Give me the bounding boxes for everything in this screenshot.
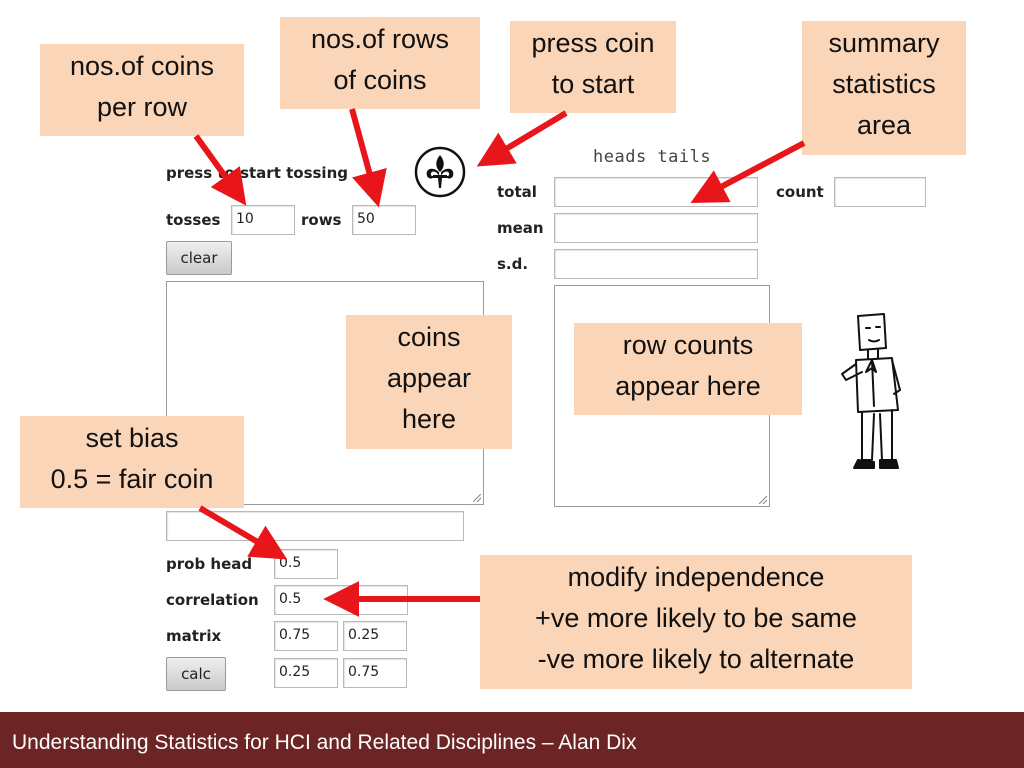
- fleur-de-lis-coin-icon: [414, 146, 466, 198]
- matrix-cell[interactable]: 0.25: [274, 658, 338, 688]
- callout-line: press coin: [531, 28, 655, 58]
- callout-line: +ve more likely to be same: [535, 603, 857, 633]
- total-label: total: [497, 183, 537, 201]
- arrow-press-coin: [476, 110, 568, 167]
- sd-field: [554, 249, 758, 279]
- callout-modify-independence: modify independence +ve more likely to b…: [480, 555, 912, 689]
- arrow-rows-of-coins: [349, 108, 387, 208]
- rows-label: rows: [301, 211, 342, 229]
- heads-tails-header: heads tails: [593, 147, 712, 167]
- callout-rows-of-coins: nos.of rows of coins: [280, 17, 480, 109]
- matrix-cell[interactable]: 0.25: [343, 621, 407, 651]
- callout-line: statistics: [832, 69, 936, 99]
- callout-row-counts: row counts appear here: [574, 323, 802, 415]
- arrow-set-bias: [198, 505, 288, 560]
- arrow-coins-per-row: [193, 134, 247, 206]
- arrow-summary-stats: [690, 140, 806, 204]
- cartoon-man-icon: [836, 310, 916, 480]
- calc-button[interactable]: calc: [166, 657, 226, 691]
- callout-line: nos.of coins: [69, 51, 215, 81]
- callout-line: modify independence: [567, 562, 825, 592]
- callout-line: 0.5 = fair coin: [50, 464, 214, 494]
- callout-coins-per-row: nos.of coins per row: [40, 44, 244, 136]
- callout-line: row counts: [622, 330, 754, 360]
- count-field: [834, 177, 926, 207]
- callout-line: nos.of rows: [310, 24, 450, 54]
- rows-input[interactable]: 50: [352, 205, 416, 235]
- coin-start-button[interactable]: [414, 146, 466, 198]
- correlation-label: correlation: [166, 591, 259, 609]
- matrix-label: matrix: [166, 627, 222, 645]
- callout-set-bias: set bias 0.5 = fair coin: [20, 416, 244, 508]
- mean-label: mean: [497, 219, 544, 237]
- count-label: count: [776, 183, 824, 201]
- callout-line: per row: [96, 92, 188, 122]
- matrix-cell[interactable]: 0.75: [274, 621, 338, 651]
- footer-bar: Understanding Statistics for HCI and Rel…: [0, 712, 1024, 768]
- callout-line: set bias: [85, 423, 179, 453]
- callout-line: summary: [828, 28, 940, 58]
- mean-field: [554, 213, 758, 243]
- callout-summary-stats: summary statistics area: [802, 21, 966, 155]
- callout-line: coins: [397, 322, 461, 352]
- footer-text: Understanding Statistics for HCI and Rel…: [12, 731, 637, 754]
- callout-line: of coins: [333, 65, 427, 95]
- clear-button[interactable]: clear: [166, 241, 232, 275]
- tosses-label: tosses: [166, 211, 221, 229]
- callout-line: -ve more likely to alternate: [537, 644, 855, 674]
- tosses-input[interactable]: 10: [231, 205, 295, 235]
- callout-press-coin: press coin to start: [510, 21, 676, 113]
- callout-line: to start: [551, 69, 635, 99]
- callout-line: appear here: [615, 371, 761, 401]
- callout-line: appear: [386, 363, 472, 393]
- matrix-cell[interactable]: 0.75: [343, 658, 407, 688]
- callout-line: area: [856, 110, 912, 140]
- callout-line: here: [401, 404, 457, 434]
- sd-label: s.d.: [497, 255, 529, 273]
- callout-coins-appear: coins appear here: [346, 315, 512, 449]
- prob-head-label: prob head: [166, 555, 253, 573]
